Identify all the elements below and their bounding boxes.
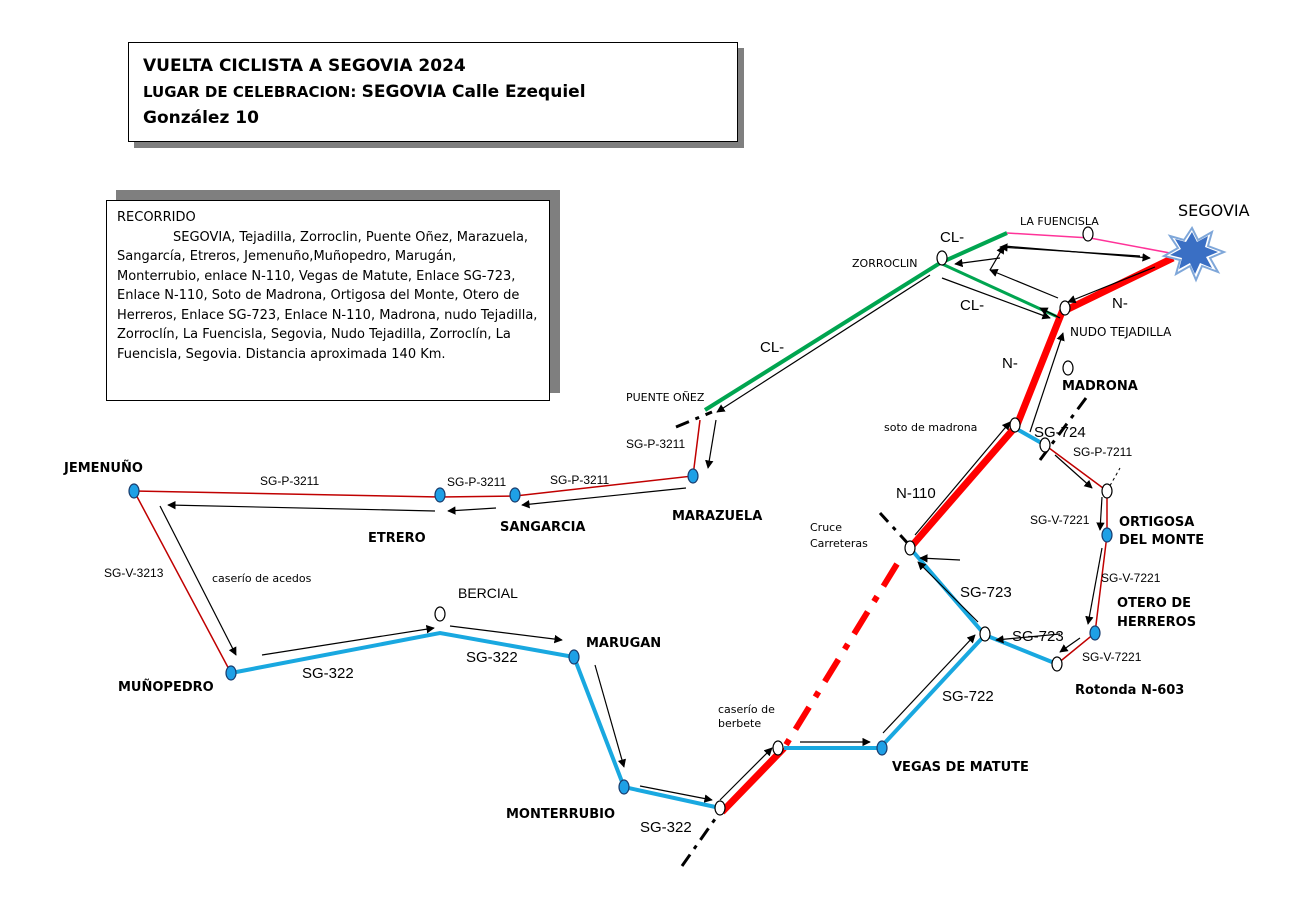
event-title: VUELTA CICLISTA A SEGOVIA 2024 — [143, 56, 466, 76]
thin-roads — [133, 232, 1171, 674]
label-madrona: MADRONA — [1062, 379, 1138, 394]
node-soto — [1009, 417, 1021, 433]
node-ortigosa — [1101, 527, 1113, 543]
label-cruce: Cruce — [810, 521, 842, 534]
label-ortigosa-2: DEL MONTE — [1119, 533, 1204, 548]
node-madrona — [1062, 360, 1074, 376]
road-sgv3213: SG-V-3213 — [104, 566, 164, 580]
label-la-fuencisla: LA FUENCISLA — [1020, 215, 1099, 228]
label-jemenuno: JEMENUÑO — [63, 460, 143, 476]
node-sg724 — [1039, 437, 1051, 453]
label-caserio-de: caserío de — [718, 703, 775, 716]
road-labels: CL- CL- CL- N- N- N-110 SG-724 SG-P-7211… — [104, 229, 1161, 836]
label-etrero: ETRERO — [368, 531, 426, 546]
label-bercial: BERCIAL — [458, 585, 518, 601]
place-labels: SEGOVIA LA FUENCISLA ZORROCLIN NUDO TEJA… — [63, 201, 1250, 822]
road-sgp3211-b: SG-P-3211 — [447, 475, 506, 489]
road-cl-top: CL- — [940, 229, 964, 246]
road-n-mid: N- — [1002, 355, 1018, 372]
node-sg723 — [979, 626, 991, 642]
label-rotonda: Rotonda N-603 — [1075, 683, 1184, 698]
route-heading: RECORRIDO — [117, 210, 196, 225]
label-carreteras: Carreteras — [810, 537, 868, 550]
road-sgv7221-a: SG-V-7221 — [1030, 513, 1090, 527]
node-jemenuno — [128, 483, 140, 499]
label-berbete: berbete — [718, 717, 761, 730]
node-munopedro — [225, 665, 237, 681]
node-sangarcia — [509, 487, 521, 503]
label-vegas-de-matute: VEGAS DE MATUTE — [892, 760, 1029, 775]
venue-prefix: LUGAR DE CELEBRACION: — [143, 83, 357, 101]
label-zorroclin: ZORROCLIN — [852, 257, 917, 270]
label-caserio-acedos: caserío de acedos — [212, 572, 312, 585]
road-cl-left: CL- — [760, 339, 784, 356]
road-sgp3211-c: SG-P-3211 — [550, 473, 609, 487]
label-otero-2: HERREROS — [1117, 615, 1196, 630]
venue-place: SEGOVIA Calle Ezequiel — [361, 82, 586, 102]
label-nudo-tejadilla: NUDO TEJADILLA — [1070, 325, 1172, 339]
direction-arrows — [159, 243, 1156, 803]
label-otero-1: OTERO DE — [1117, 596, 1191, 611]
node-tejadilla — [1059, 300, 1071, 316]
label-puente-onez: PUENTE OÑEZ — [626, 391, 705, 404]
road-n110: N-110 — [896, 485, 936, 502]
road-sg322-a: SG-322 — [302, 665, 354, 682]
hollow-nodes — [434, 226, 1113, 816]
road-sgv7221-c: SG-V-7221 — [1082, 650, 1142, 664]
label-munopedro: MUÑOPEDRO — [118, 679, 214, 695]
node-bercial — [434, 606, 446, 622]
node-rotonda — [1051, 656, 1063, 672]
road-sgp7211: SG-P-7211 — [1073, 445, 1132, 459]
label-ortigosa-1: ORTIGOSA — [1119, 515, 1194, 530]
road-sg723-b: SG-723 — [1012, 628, 1064, 645]
node-enlace-n110 — [714, 800, 726, 816]
road-sg322-b: SG-322 — [466, 649, 518, 666]
venue-address: González 10 — [143, 108, 259, 128]
segovia-star-icon — [1161, 226, 1227, 283]
road-cl-mid: CL- — [960, 297, 984, 314]
label-marugan: MARUGAN — [586, 636, 661, 651]
road-sg322-c: SG-322 — [640, 819, 692, 836]
node-cruce — [904, 540, 916, 556]
node-marugan — [568, 649, 580, 665]
node-etrero — [434, 487, 446, 503]
road-n-top: N- — [1112, 295, 1128, 312]
node-monterrubio — [618, 779, 630, 795]
road-sg724: SG-724 — [1034, 424, 1086, 441]
road-sg722: SG-722 — [942, 688, 994, 705]
node-vegas — [876, 740, 888, 756]
node-zorroclin — [936, 250, 948, 266]
road-sgp3211-a: SG-P-3211 — [260, 474, 319, 488]
node-marazuela — [687, 468, 699, 484]
label-monterrubio: MONTERRUBIO — [506, 807, 615, 822]
label-marazuela: MARAZUELA — [672, 509, 762, 524]
road-sg723-a: SG-723 — [960, 584, 1012, 601]
blue-nodes — [128, 468, 1113, 795]
label-segovia: SEGOVIA — [1178, 201, 1250, 220]
route-text: SEGOVIA, Tejadilla, Zorroclin, Puente Oñ… — [117, 229, 538, 362]
label-sangarcia: SANGARCIA — [500, 520, 585, 535]
node-otero — [1089, 625, 1101, 641]
label-soto-de-madrona: soto de madrona — [884, 421, 977, 434]
venue-line: LUGAR DE CELEBRACION: SEGOVIA Calle Ezeq… — [143, 79, 723, 105]
road-sgp3211-d: SG-P-3211 — [626, 437, 685, 451]
node-berbete — [772, 740, 784, 756]
route-box: RECORRIDO SEGOVIA, Tejadilla, Zorroclin,… — [106, 200, 550, 401]
title-box: VUELTA CICLISTA A SEGOVIA 2024 LUGAR DE … — [128, 42, 738, 142]
road-sgv7221-b: SG-V-7221 — [1101, 571, 1161, 585]
node-sgp7211 — [1101, 483, 1113, 499]
node-fuencisla — [1082, 226, 1094, 242]
red-road — [719, 254, 1175, 815]
